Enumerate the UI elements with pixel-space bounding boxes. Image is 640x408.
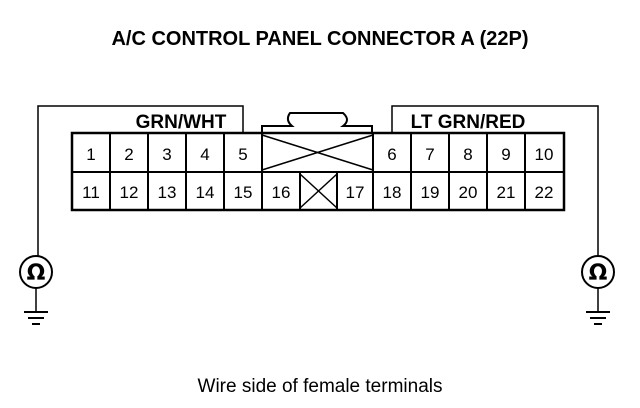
pin-17: 17 <box>346 183 365 202</box>
pin-22: 22 <box>535 183 554 202</box>
pin-18: 18 <box>383 183 402 202</box>
crossed-cavity-icon <box>261 134 374 171</box>
ohmmeter-icon: Ω <box>581 255 615 289</box>
pin-5: 5 <box>238 145 247 164</box>
pin-14: 14 <box>196 183 215 202</box>
pin-8: 8 <box>463 145 472 164</box>
ohm-symbol-right: Ω <box>589 261 608 286</box>
pin-20: 20 <box>459 183 478 202</box>
bottom-row-dividers <box>109 172 526 210</box>
ohm-symbol-left: Ω <box>27 261 46 286</box>
pin-21: 21 <box>497 183 516 202</box>
pin-10: 10 <box>535 145 554 164</box>
pin-12: 12 <box>120 183 139 202</box>
pin-1: 1 <box>86 145 95 164</box>
pin-16: 16 <box>272 183 291 202</box>
top-row-dividers <box>109 133 526 172</box>
pin-11: 11 <box>82 183 100 202</box>
pin-9: 9 <box>501 145 510 164</box>
crossed-cavity-icon <box>299 173 338 209</box>
ground-icon <box>586 311 610 325</box>
pin-7: 7 <box>425 145 434 164</box>
probe-lead-left <box>37 105 244 256</box>
diagram-caption: Wire side of female terminals <box>198 376 443 397</box>
pin-3: 3 <box>162 145 171 164</box>
pin-4: 4 <box>200 145 209 164</box>
wire-color-label-left: GRN/WHT <box>136 112 227 133</box>
ground-icon <box>24 311 48 325</box>
ohmmeter-icon: Ω <box>19 255 53 289</box>
diagram-title: A/C CONTROL PANEL CONNECTOR A (22P) <box>111 28 528 50</box>
pin-2: 2 <box>124 145 133 164</box>
pin-19: 19 <box>421 183 440 202</box>
probe-lead-right <box>391 105 599 256</box>
wire-color-label-right: LT GRN/RED <box>411 112 526 133</box>
pin-15: 15 <box>234 183 253 202</box>
pin-13: 13 <box>158 183 177 202</box>
connector-lock-tab-icon <box>261 112 373 132</box>
pin-6: 6 <box>387 145 396 164</box>
